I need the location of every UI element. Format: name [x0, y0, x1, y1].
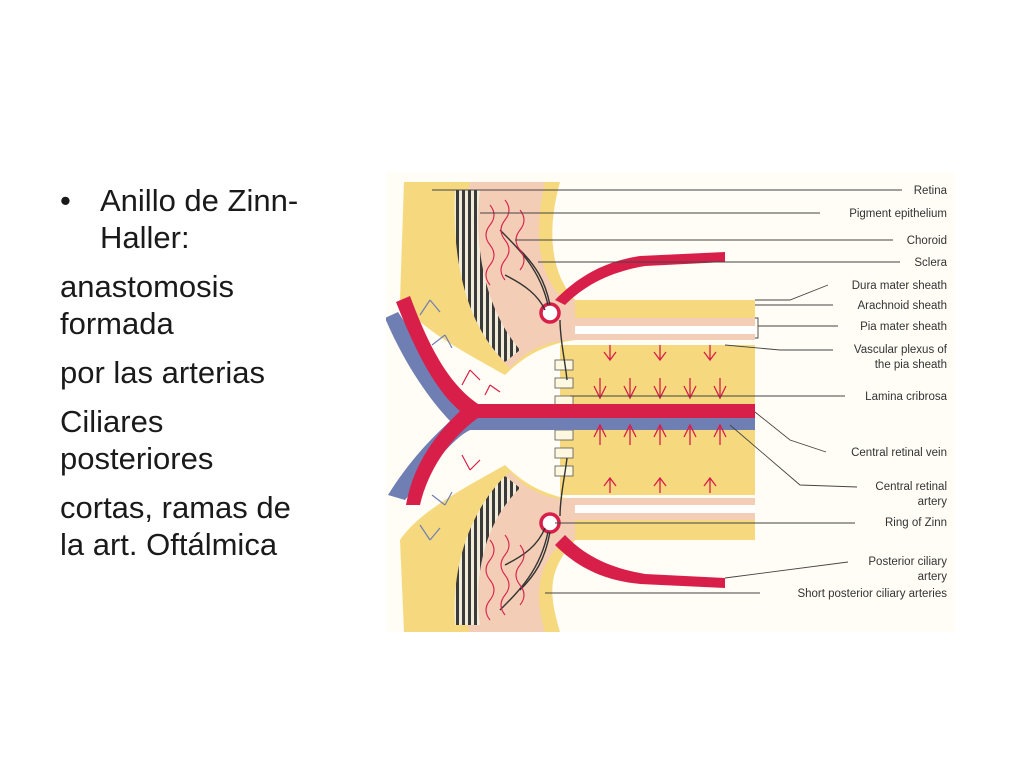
label-central-retinal-artery-line1: Central retinal — [875, 481, 947, 493]
label-pigment-epithelium: Pigment epithelium — [849, 208, 947, 220]
central-retinal-artery — [396, 296, 755, 505]
vascular-plexus-branches — [593, 345, 727, 493]
paragraph-line: por las arterias — [60, 355, 266, 390]
paragraph: Ciliares posteriores — [60, 403, 360, 477]
leader-lines — [432, 189, 902, 594]
bullet-line: Haller: — [100, 220, 190, 255]
label-posterior-ciliary-artery-line1: Posterior ciliary — [868, 556, 947, 568]
paragraph-line: anastomosis — [60, 269, 235, 304]
label-vascular-plexus-line1: Vascular plexus of — [854, 344, 948, 356]
paragraph: cortas, ramas de la art. Oftálmica — [60, 489, 360, 563]
bullet-text: Anillo de Zinn- Haller: — [100, 182, 360, 256]
choroidal-vessels — [485, 199, 525, 621]
pigment-epithelium-bottom — [454, 476, 520, 625]
label-choroid: Choroid — [907, 235, 947, 247]
diagram-labels: Retina Pigment epithelium Choroid Sclera… — [797, 185, 947, 600]
label-vascular-plexus-line2: the pia sheath — [875, 359, 947, 371]
label-lamina-cribrosa: Lamina cribrosa — [865, 391, 947, 403]
label-short-posterior-ciliary-arteries: Short posterior ciliary arteries — [797, 588, 947, 600]
subarachnoid-space-top — [575, 326, 755, 334]
label-posterior-ciliary-artery-line2: artery — [918, 571, 948, 583]
optic-nerve-head-diagram: Retina Pigment epithelium Choroid Sclera… — [386, 172, 954, 632]
label-retina: Retina — [914, 185, 948, 197]
paragraph: anastomosis formada — [60, 268, 360, 342]
retinal-branches — [419, 299, 501, 541]
posterior-ciliary-artery-top — [555, 252, 725, 305]
slide-text: • Anillo de Zinn- Haller: anastomosis fo… — [60, 182, 360, 575]
label-pia-mater-sheath: Pia mater sheath — [860, 321, 947, 333]
bullet-dot: • — [60, 183, 71, 218]
paragraph-line: formada — [60, 306, 174, 341]
paragraph-line: cortas, ramas de — [60, 490, 291, 525]
label-arachnoid-sheath: Arachnoid sheath — [857, 300, 947, 312]
label-ring-of-zinn: Ring of Zinn — [885, 517, 947, 529]
label-central-retinal-vein: Central retinal vein — [851, 447, 947, 459]
paragraph: por las arterias — [60, 354, 360, 391]
label-sclera: Sclera — [914, 257, 947, 269]
posterior-ciliary-artery-bottom — [555, 535, 725, 588]
bullet-line: Anillo de Zinn- — [100, 183, 299, 218]
subarachnoid-space-bottom — [575, 505, 755, 513]
short-posterior-ciliary-arteries — [499, 229, 568, 611]
paragraph-line: la art. Oftálmica — [60, 527, 278, 562]
pigment-epithelium-top — [454, 190, 520, 362]
paragraph-line: posteriores — [60, 441, 214, 476]
bullet-item: • Anillo de Zinn- Haller: — [60, 182, 360, 256]
label-central-retinal-artery-line2: artery — [918, 496, 948, 508]
label-dura-mater-sheath: Dura mater sheath — [852, 280, 947, 292]
paragraph-line: Ciliares — [60, 404, 164, 439]
